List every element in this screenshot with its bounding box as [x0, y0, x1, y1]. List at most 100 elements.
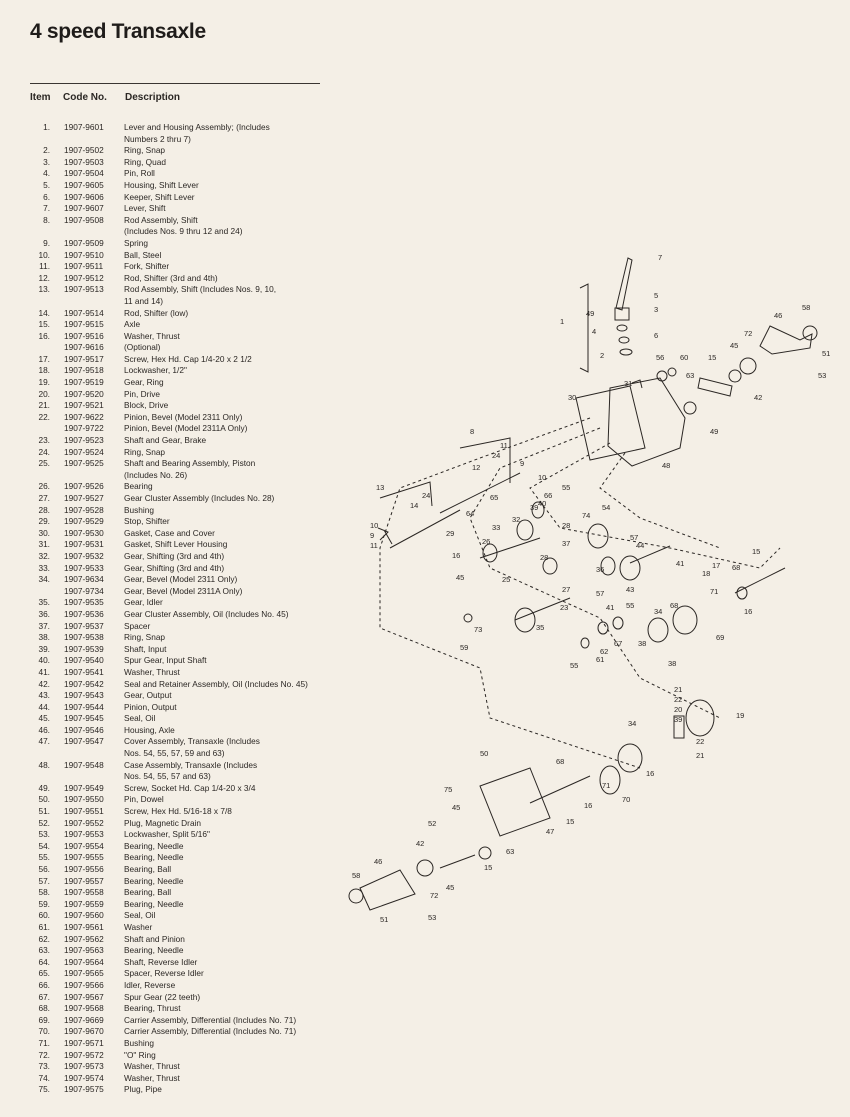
callout-label-l16a: 16 — [452, 551, 460, 560]
part-description: Seal, Oil — [124, 713, 156, 724]
callout-label-l45b: 45 — [456, 573, 464, 582]
part-description: Axle — [124, 319, 141, 330]
part-description: Plug, Pipe — [124, 1084, 162, 1095]
callout-label-l50: 50 — [480, 749, 488, 758]
part-description: Ring, Quad — [124, 156, 166, 167]
callout-label-l65: 65 — [490, 493, 498, 502]
callout-label-l49b: 49 — [710, 427, 718, 436]
spur-gear-67 — [612, 616, 624, 630]
callout-label-l31: 31 — [624, 379, 632, 388]
part-description: Bearing, Thrust — [124, 1003, 181, 1014]
item-number: 67. — [38, 991, 50, 1002]
part-description: Bearing, Needle — [124, 852, 184, 863]
item-number: 65. — [38, 968, 50, 979]
part-description: "O" Ring — [124, 1049, 156, 1060]
part-description: Shaft and Gear, Brake — [124, 435, 207, 446]
callout-label-l43: 43 — [626, 585, 634, 594]
part-description: Ring, Snap — [124, 446, 166, 457]
part-description: Gear, Shifting (3rd and 4th) — [124, 562, 225, 573]
item-number: 18. — [38, 365, 50, 376]
code-number: 1907-9551 — [64, 806, 104, 817]
callout-label-l72a: 72 — [744, 329, 752, 338]
callout-label-l46a: 46 — [774, 311, 782, 320]
part-description: Pin, Dowel — [124, 794, 164, 805]
code-number: 1907-9558 — [64, 887, 104, 898]
code-number: 1907-9548 — [64, 759, 104, 770]
part-description: Screw, Socket Hd. Cap 1/4-20 x 3/4 — [124, 782, 256, 793]
part-description: Washer, Thrust — [124, 330, 180, 341]
code-number: 1907-9546 — [64, 724, 104, 735]
code-number: 1907-9550 — [64, 794, 104, 805]
code-number: 1907-9531 — [64, 539, 104, 550]
callout-label-l71b: 71 — [602, 781, 610, 790]
code-number: 1907-9606 — [64, 191, 104, 202]
code-number: 1907-9573 — [64, 1061, 104, 1072]
part-description: Cover Assembly, Transaxle (Includes Nos.… — [124, 736, 260, 759]
shift-rod-14 — [389, 509, 461, 549]
code-number: 1907-9503 — [64, 156, 104, 167]
callout-label-l66: 66 — [544, 491, 552, 500]
callout-label-l22b: 22 — [696, 737, 704, 746]
item-number: 45. — [38, 713, 50, 724]
item-number: 29. — [38, 516, 50, 527]
part-description: Shaft and Bearing Assembly, Piston (Incl… — [124, 458, 256, 480]
bearing-63-top — [683, 401, 697, 415]
callout-label-l32: 32 — [512, 515, 520, 524]
part-description: Gear, Bevel (Model 2311 Only) — [124, 574, 238, 585]
callout-label-l9b: 9 — [370, 531, 374, 540]
item-number: 50. — [38, 794, 50, 805]
code-number: 1907-9549 — [64, 782, 104, 793]
callout-label-l29: 29 — [446, 529, 454, 538]
part-description: Rod Assembly, Shift (Includes Nos. 9, 10… — [124, 284, 277, 306]
part-description: Spring — [124, 237, 148, 248]
callout-label-l47: 47 — [546, 827, 554, 836]
code-number: 1907-9533 — [64, 562, 104, 573]
code-number: 1907-9536 — [64, 608, 104, 619]
callout-label-l42a: 42 — [754, 393, 762, 402]
parts-row: 72.1907-9572"O" Ring — [22, 1050, 342, 1062]
item-number: 3. — [43, 156, 50, 167]
callout-label-l55c: 55 — [570, 661, 578, 670]
callout-label-l54: 54 — [602, 503, 610, 512]
item-number: 60. — [38, 910, 50, 921]
callout-label-l46b: 46 — [374, 857, 382, 866]
code-number: 1907-9518 — [64, 365, 104, 376]
item-number: 46. — [38, 724, 50, 735]
callout-label-l10b: 10 — [370, 521, 378, 530]
callout-label-l60: 60 — [680, 353, 688, 362]
item-number: 71. — [38, 1037, 50, 1048]
callout-label-l51b: 51 — [380, 915, 388, 924]
transaxle-case — [607, 377, 686, 467]
part-description: Seal and Retainer Assembly, Oil (Include… — [124, 678, 308, 689]
callout-label-l44: 44 — [636, 541, 644, 550]
part-description: Bearing — [124, 481, 153, 492]
code-number: 1907-9513 — [64, 284, 104, 295]
code-number: 1907-9562 — [64, 933, 104, 944]
page-title: 4 speed Transaxle — [30, 20, 206, 43]
code-number: 1907-9514 — [64, 307, 104, 318]
code-number: 1907-9540 — [64, 655, 104, 666]
part-description: Screw, Hex Hd. Cap 1/4-20 x 2 1/2 — [124, 353, 252, 364]
callout-label-l36: 36 — [596, 565, 604, 574]
code-number: 1907-9511 — [64, 261, 104, 272]
code-number: 1907-9519 — [64, 377, 104, 388]
bearing-58-bottom — [348, 888, 364, 904]
code-number: 1907-9601 — [64, 122, 104, 132]
part-description: Lever and Housing Assembly; (Includes Nu… — [124, 122, 270, 144]
callout-label-l57a: 57 — [630, 533, 638, 542]
